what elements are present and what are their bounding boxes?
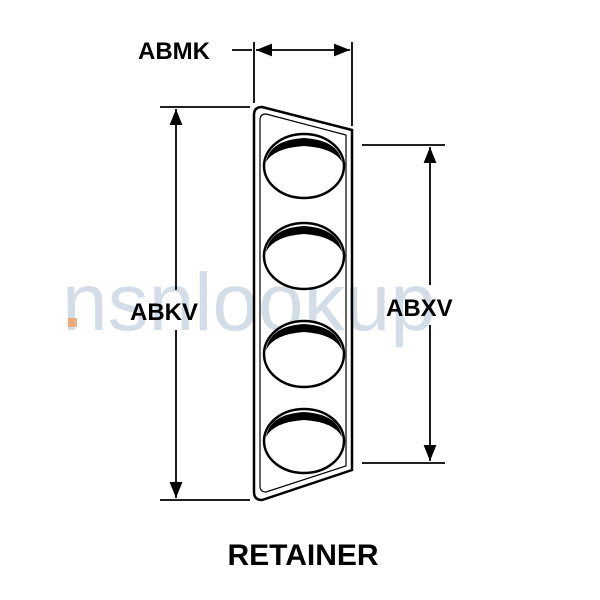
hole-4 bbox=[262, 407, 346, 475]
dimension-top: ABMK bbox=[138, 38, 353, 126]
hole-1 bbox=[262, 132, 346, 200]
retainer-outline bbox=[252, 105, 354, 502]
retainer-inner-outline bbox=[259, 113, 347, 493]
dimension-right: ABXV bbox=[362, 144, 453, 464]
hole-3 bbox=[262, 319, 346, 389]
dimension-left: ABKV bbox=[130, 106, 250, 501]
diagram-title: RETAINER bbox=[227, 539, 378, 572]
dimension-label-top: ABMK bbox=[138, 38, 211, 65]
hole-2 bbox=[262, 221, 346, 291]
watermark: nsnlookup bbox=[62, 257, 436, 348]
watermark-dot bbox=[68, 318, 77, 327]
retainer-body bbox=[252, 105, 354, 502]
dimension-label-left: ABKV bbox=[130, 299, 198, 326]
watermark-text: nsnlookup bbox=[62, 257, 436, 348]
dimension-label-right: ABXV bbox=[386, 295, 453, 322]
